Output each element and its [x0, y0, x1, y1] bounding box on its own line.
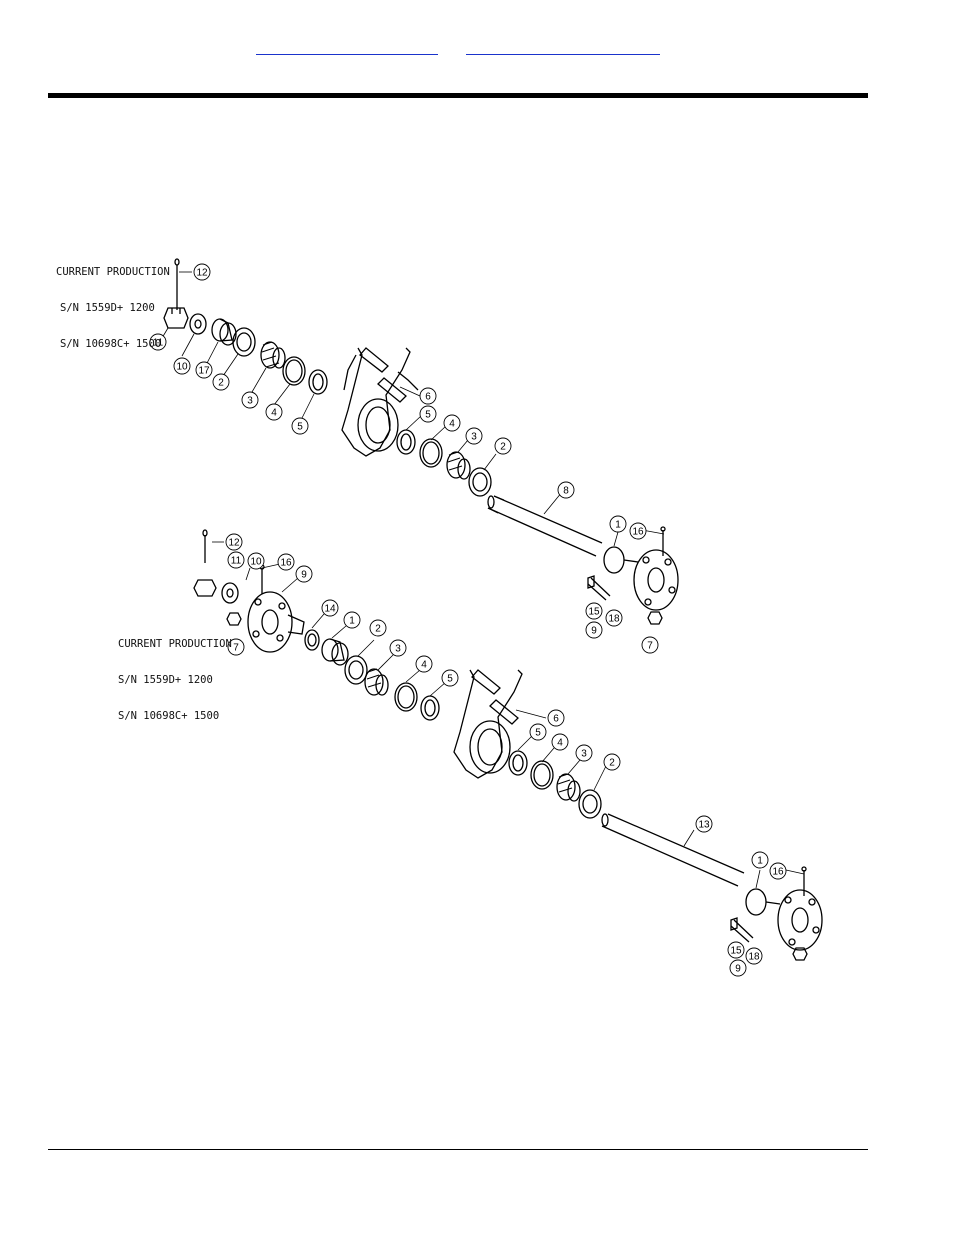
callout-bottom-18-label: 18: [748, 952, 760, 963]
callout-bottom-16b-label: 16: [772, 867, 784, 878]
top-hub: [604, 527, 678, 610]
top-lug-nut: [648, 612, 662, 624]
bottom-seal-4b: [531, 761, 553, 789]
top-production-note: CURRENT PRODUCTION S/N 1559D+ 1200 S/N 1…: [56, 242, 170, 374]
bottom-arm-housing: [454, 670, 522, 778]
callout-top-8-label: 8: [563, 486, 569, 497]
callout-bottom-14-label: 14: [324, 604, 336, 615]
callout-bottom-1b-label: 1: [757, 856, 763, 867]
callout-top-1-label: 1: [615, 520, 621, 531]
callout-bottom-15-label: 15: [730, 946, 742, 957]
callout-bottom-1-label: 1: [349, 616, 355, 627]
bottom-hub: [248, 592, 304, 652]
bottom-bearing-cup: [345, 656, 367, 684]
bottom-castle-nut: [194, 580, 216, 596]
callout-bottom-12-label: 12: [228, 538, 240, 549]
top-bearing-cone: [261, 342, 285, 368]
callout-bottom-7-label: 7: [233, 643, 239, 654]
callout-bottom-2-label: 2: [375, 624, 381, 635]
top-seal-4: [283, 357, 305, 385]
bottom-wheel-bolt: [731, 918, 753, 942]
bottom-seal-5b: [509, 751, 527, 775]
top-seal-5b: [397, 430, 415, 454]
top-cotter-pin: [175, 259, 179, 310]
header-link-1[interactable]: [256, 38, 438, 55]
callout-bottom-9b-label: 9: [735, 964, 741, 975]
callout-top-2-label: 2: [218, 378, 224, 389]
bottom-seal-14: [305, 630, 319, 650]
callout-top-5b-label: 5: [425, 410, 431, 421]
callout-top-2b-label: 2: [500, 442, 506, 453]
callout-bottom-4b-label: 4: [557, 738, 563, 749]
bottom-bearing-cup-b: [579, 790, 601, 818]
bottom-end-hub: [746, 867, 822, 950]
callout-bottom-10-label: 10: [250, 557, 262, 568]
callout-bottom-2b-label: 2: [609, 758, 615, 769]
bottom-bearing-cone: [365, 669, 388, 695]
bottom-seal-5: [421, 696, 439, 720]
callout-bottom-11-label: 11: [231, 556, 242, 567]
callout-top-15-label: 15: [588, 607, 600, 618]
top-seal-4b: [420, 439, 442, 467]
bottom-spacer-1: [322, 639, 348, 665]
top-arm-housing: [342, 348, 418, 456]
bottom-bearing-cone-b: [557, 774, 580, 801]
callout-bottom-13-label: 13: [698, 820, 710, 831]
bottom-washer: [222, 583, 238, 603]
callout-top-12-label: 12: [196, 268, 208, 279]
top-spindle-8: [488, 496, 602, 556]
bottom-production-note: CURRENT PRODUCTION S/N 1559D+ 1200 S/N 1…: [118, 614, 232, 746]
callout-bottom-3-label: 3: [395, 644, 401, 655]
leader-lines: [162, 272, 804, 888]
callout-bottom-4-label: 4: [421, 660, 427, 671]
callout-top-6-label: 6: [425, 392, 431, 403]
bottom-seal-4: [395, 683, 417, 711]
callout-top-17-label: 17: [198, 366, 210, 377]
callout-top-10-label: 10: [176, 362, 188, 373]
top-wheel-bolt: [588, 576, 610, 600]
top-seal-5: [309, 370, 327, 394]
callout-top-4-label: 4: [271, 408, 277, 419]
bottom-stud-16: [260, 565, 264, 594]
bottom-rule: [48, 1149, 868, 1150]
top-rule: [48, 93, 868, 98]
top-washer: [190, 314, 206, 334]
callout-bottom-5-label: 5: [447, 674, 453, 685]
bottom-cotter-pin: [203, 530, 207, 563]
callout-bottom-3b-label: 3: [581, 749, 587, 760]
callout-top-7-label: 7: [647, 641, 653, 652]
top-bearing-cup: [233, 328, 255, 356]
callout-top-4b-label: 4: [449, 419, 455, 430]
callout-top-3b-label: 3: [471, 432, 477, 443]
callout-top-5-label: 5: [297, 422, 303, 433]
bottom-spindle-13: [602, 814, 744, 886]
top-bearing-cup-b: [469, 468, 491, 496]
callout-bottom-16-label: 16: [280, 558, 292, 569]
callout-top-18-label: 18: [608, 614, 620, 625]
callout-top-3-label: 3: [247, 396, 253, 407]
header-link-2[interactable]: [466, 38, 660, 55]
callout-bottom-5b-label: 5: [535, 728, 541, 739]
parts-diagram: CURRENT PRODUCTION S/N 1559D+ 1200 S/N 1…: [48, 230, 838, 985]
callout-bottom-9-label: 9: [301, 570, 307, 581]
callout-bottom-6-label: 6: [553, 714, 559, 725]
callout-top-9-label: 9: [591, 626, 597, 637]
top-bearing-cone-b: [447, 452, 470, 479]
callout-top-16-label: 16: [632, 527, 644, 538]
